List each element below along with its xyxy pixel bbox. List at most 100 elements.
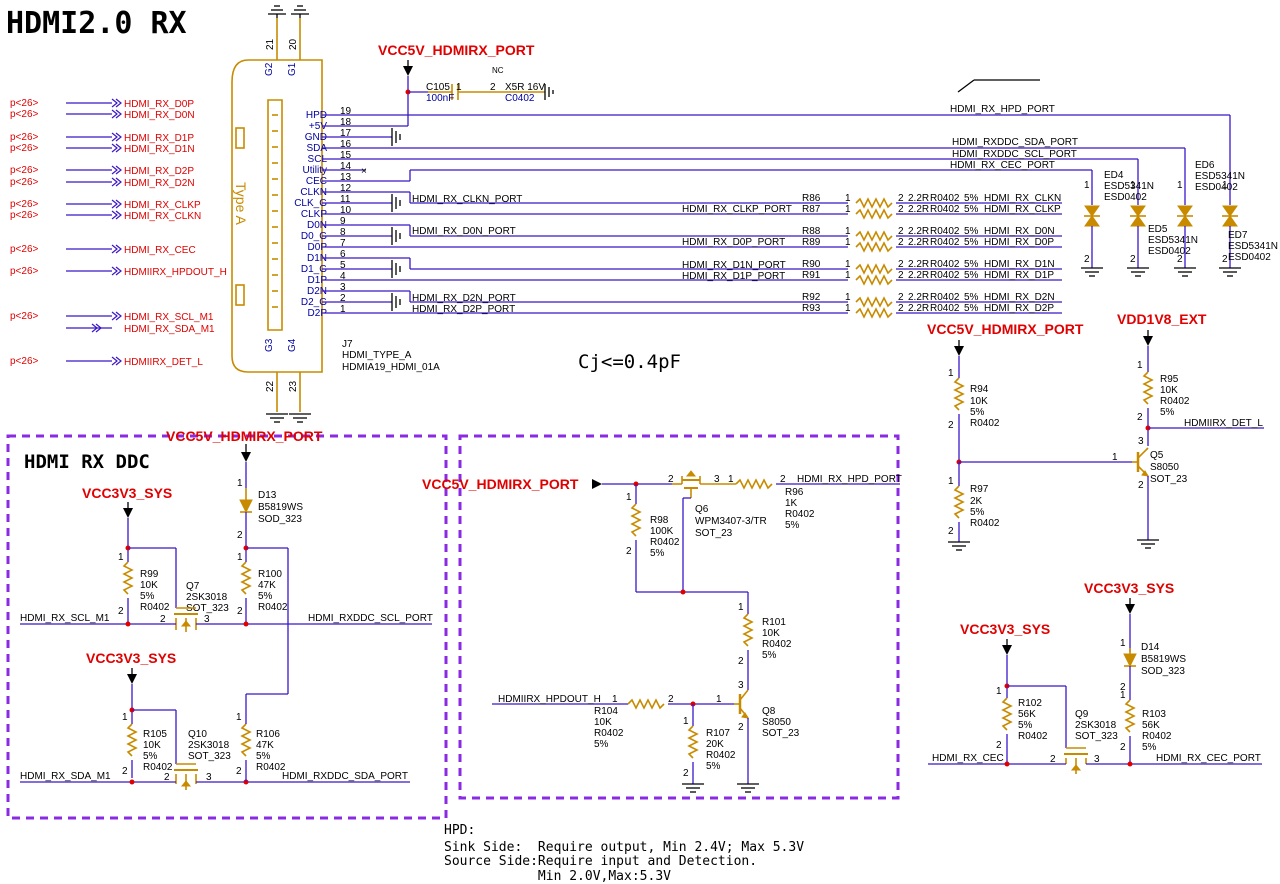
- connector-pin-name: D1P: [308, 275, 328, 286]
- offpage-ref: p<26>: [10, 177, 39, 188]
- esd-part: ESD5341N: [1195, 171, 1245, 182]
- pin-num: 3: [204, 614, 210, 625]
- r102-value: 56K: [1018, 709, 1036, 720]
- power-arrow-icon: [592, 479, 602, 489]
- pin-num-21: 21: [265, 38, 276, 50]
- offpage-net: HDMI_RX_D0N: [124, 110, 195, 121]
- series-res-pkg: R0402: [930, 226, 960, 237]
- d14-value: B5819WS: [1141, 654, 1186, 665]
- offpage-arrow-icon: [111, 165, 122, 175]
- pin-num: 2: [626, 546, 632, 557]
- pin-num: 1: [948, 368, 954, 379]
- r96-value: 1K: [785, 498, 798, 509]
- esd-pkg: ESD0402: [1195, 182, 1238, 193]
- d14-ref: D14: [1141, 642, 1160, 653]
- pin-num: 2: [236, 766, 242, 777]
- pin-num: 3: [714, 474, 720, 485]
- power-arrow-icon: [127, 674, 137, 684]
- pin-num: 2: [237, 530, 243, 541]
- r99-value: 10K: [140, 580, 158, 591]
- net-sda-port-ddc: HDMI_RXDDC_SDA_PORT: [282, 771, 408, 782]
- q7-value: 2SK3018: [186, 592, 228, 603]
- pin-num: 1: [626, 492, 632, 503]
- connector-pin-name: D2N: [307, 286, 327, 297]
- power-arrow-icon: [954, 346, 964, 356]
- pin-g4: G4: [287, 338, 298, 352]
- r94-value: 10K: [970, 396, 988, 407]
- series-res-tol: 5%: [964, 270, 979, 281]
- ground-icon: [1137, 539, 1159, 549]
- connector-pin-name: CEC: [306, 176, 327, 187]
- connector-pin-name: CLKP: [301, 209, 327, 220]
- offpage-net: HDMI_RX_D2P: [124, 166, 194, 177]
- pin-num: 1: [845, 259, 851, 270]
- hpd-note-line: HPD:: [444, 823, 475, 838]
- net-d2p-port: HDMI_RX_D2P_PORT: [412, 304, 515, 315]
- connector-pin-number: 10: [340, 205, 352, 216]
- net-d1p-port: HDMI_RX_D1P_PORT: [682, 271, 785, 282]
- pin-num: 1: [118, 552, 124, 563]
- r103-tol: 5%: [1142, 742, 1157, 753]
- connector-pin-number: 15: [340, 150, 352, 161]
- pin-num: 2: [898, 292, 904, 303]
- series-res-ref: R87: [802, 204, 821, 215]
- series-res-value: 2.2R: [908, 292, 929, 303]
- offpage-ref: p<26>: [10, 109, 39, 120]
- series-res-pkg: R0402: [930, 303, 960, 314]
- r95-tol: 5%: [1160, 407, 1175, 418]
- capacitance-note: Cj<=0.4pF: [578, 351, 681, 373]
- power-arrow-icon: [1143, 336, 1153, 346]
- cap-pin1: 1: [456, 82, 462, 93]
- r97-tol: 5%: [970, 507, 985, 518]
- net-sda-m1: HDMI_RX_SDA_M1: [20, 771, 111, 782]
- det-circuit: VCC5V_HDMIRX_PORT 1 2 R94 10K 5% R0402 1…: [927, 311, 1264, 551]
- pin-num: 2: [118, 606, 124, 617]
- net-d1n-port: HDMI_RX_D1N_PORT: [682, 260, 786, 271]
- connector-pin-number: 1: [340, 304, 346, 315]
- q6-ref: Q6: [695, 504, 709, 515]
- connector-pin-number: 16: [340, 139, 352, 150]
- r98-value: 100K: [650, 526, 674, 537]
- r102-tol: 5%: [1018, 720, 1033, 731]
- pin-num: 2: [738, 656, 744, 667]
- offpage-ref: p<26>: [10, 165, 39, 176]
- pin-num: 2: [898, 193, 904, 204]
- r104-value: 10K: [594, 717, 612, 728]
- offpage-ref: p<26>: [10, 311, 39, 322]
- q6-pkg: SOT_23: [695, 528, 733, 539]
- pin-num: 2: [1084, 254, 1090, 265]
- r107-pkg: R0402: [706, 750, 736, 761]
- esd-ref: ED5: [1148, 224, 1168, 235]
- pin-num: 2: [898, 303, 904, 314]
- r100-ref: R100: [258, 569, 282, 580]
- pin-num: 2: [160, 614, 166, 625]
- hpd-block-outline: [458, 434, 900, 800]
- transistor-q8: [734, 689, 749, 719]
- series-res-ref: R92: [802, 292, 821, 303]
- d14-pkg: SOD_323: [1141, 666, 1185, 677]
- series-net: HDMI_RX_D2P: [984, 303, 1054, 314]
- series-net: HDMI_RX_D0P: [984, 237, 1054, 248]
- power-label-vcc5v-hpd: VCC5V_HDMIRX_PORT: [422, 476, 579, 492]
- net-cec: HDMI_RX_CEC: [932, 753, 1004, 764]
- mosfet-q10: [174, 763, 198, 790]
- series-res-tol: 5%: [964, 193, 979, 204]
- series-res-ref: R91: [802, 270, 821, 281]
- series-res-pkg: R0402: [930, 259, 960, 270]
- series-res-value: 2.2R: [908, 204, 929, 215]
- offpage-net: HDMIIRX_DET_L: [124, 357, 203, 368]
- pin-num: 1: [845, 204, 851, 215]
- connector-pin-name: D2_G: [301, 297, 327, 308]
- connector-nets: HDMI_RX_HPD_PORT HDMI_RXDDC_SDA_PORT HDM…: [322, 79, 1231, 315]
- pin-num: 1: [996, 686, 1002, 697]
- offpage-connectors: p<26>HDMI_RX_D0Pp<26>HDMI_RX_D0Np<26>HDM…: [10, 98, 227, 368]
- series-res-value: 2.2R: [908, 193, 929, 204]
- series-res-pkg: R0402: [930, 193, 960, 204]
- esd-ref: ED6: [1195, 160, 1215, 171]
- offpage-arrow-icon: [111, 210, 122, 220]
- power-label-vcc3v3-ddc2: VCC3V3_SYS: [86, 650, 176, 666]
- connector-pin-name: D0N: [307, 220, 327, 231]
- hpd-note-line: Min 2.0V,Max:5.3V: [444, 869, 671, 884]
- pin-num: 1: [948, 476, 954, 487]
- hpd-note: HPD: Sink Side: Require output, Min 2.4V…: [444, 823, 804, 884]
